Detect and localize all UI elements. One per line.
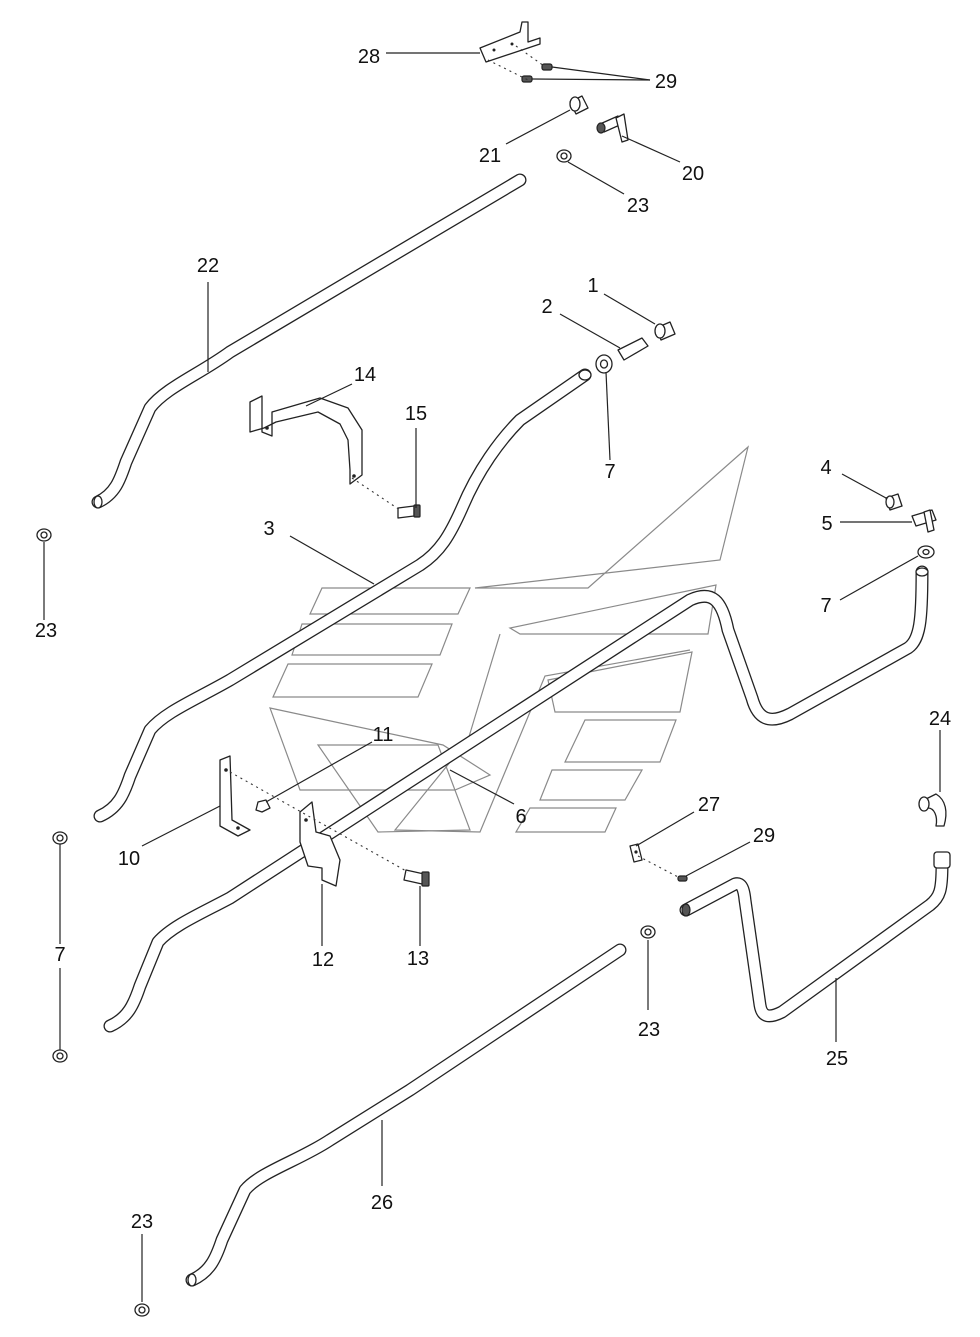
clamp-7-left-top — [52, 831, 68, 845]
clamp-7-right — [917, 545, 935, 559]
pipe-25 — [679, 851, 951, 1023]
callout-5: 5 — [821, 513, 832, 535]
nut-11 — [255, 799, 271, 813]
bracket-14 — [249, 395, 363, 485]
callout-21: 21 — [479, 145, 501, 167]
callout-23-mid: 23 — [638, 1019, 660, 1041]
bracket-10 — [219, 755, 251, 837]
bolt-15 — [397, 504, 421, 519]
adapter-2 — [617, 337, 649, 361]
clamp-7-left-bottom — [52, 1049, 68, 1063]
hose-22 — [91, 173, 527, 509]
callout-13: 13 — [407, 948, 429, 970]
plug-1 — [654, 321, 676, 341]
clip-27 — [629, 843, 643, 863]
callout-7-left: 7 — [54, 944, 65, 966]
callout-labels: 28 29 21 20 23 22 1 2 14 15 7 4 5 3 23 7… — [35, 46, 951, 1233]
callout-23-bottom: 23 — [131, 1211, 153, 1233]
callout-20: 20 — [682, 163, 704, 185]
assembly-lines — [229, 45, 681, 879]
callout-27: 27 — [698, 794, 720, 816]
callout-10: 10 — [118, 848, 140, 870]
callout-29-lower: 29 — [753, 825, 775, 847]
clamp-23-mid — [640, 925, 656, 939]
callout-14: 14 — [354, 364, 376, 386]
watermark-logo — [269, 445, 750, 833]
bracket-28 — [479, 21, 541, 63]
callout-22: 22 — [197, 255, 219, 277]
callout-11: 11 — [373, 724, 394, 746]
clamp-23-left — [36, 528, 52, 542]
connector-4 — [885, 493, 903, 511]
tee-5 — [911, 509, 937, 533]
callout-15: 15 — [405, 403, 427, 425]
bracket-12 — [299, 801, 341, 887]
leader-lines — [43, 52, 941, 1302]
clamp-23-bottom — [134, 1303, 150, 1317]
clamp-7-top — [595, 354, 613, 374]
callout-23-top: 23 — [627, 195, 649, 217]
callout-23-left: 23 — [35, 620, 57, 642]
callout-1: 1 — [587, 275, 598, 297]
callout-28: 28 — [358, 46, 380, 68]
callout-7-top: 7 — [604, 461, 615, 483]
hose-3 — [93, 368, 592, 823]
fitting-20 — [596, 113, 629, 143]
hose-6 — [103, 565, 929, 1033]
callout-4: 4 — [820, 457, 831, 479]
elbow-24 — [918, 793, 947, 827]
screw-29-lower — [677, 875, 688, 882]
plug-21 — [569, 95, 589, 115]
callout-24: 24 — [929, 708, 951, 730]
callout-7-right: 7 — [820, 595, 831, 617]
callout-12: 12 — [312, 949, 334, 971]
clamp-23-top — [556, 149, 572, 163]
callout-26: 26 — [371, 1192, 393, 1214]
callout-2: 2 — [541, 296, 552, 318]
callout-25: 25 — [826, 1048, 848, 1070]
callout-3: 3 — [263, 518, 274, 540]
callout-6: 6 — [515, 806, 526, 828]
hose-26 — [185, 943, 627, 1287]
bolt-13 — [403, 869, 430, 887]
callout-29-top: 29 — [655, 71, 677, 93]
